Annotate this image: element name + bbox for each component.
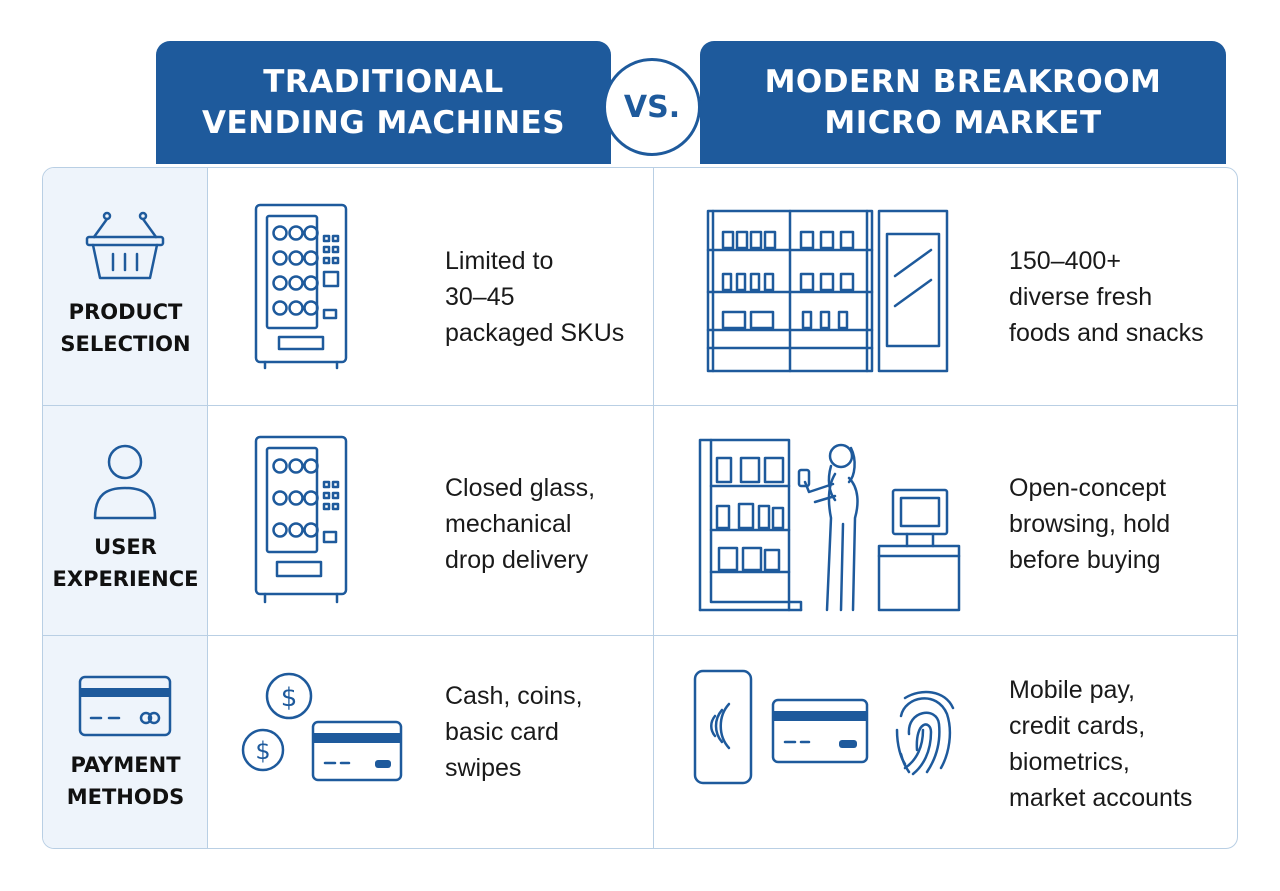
desc-line: Cash, coins, [445,682,583,710]
column-divider [653,168,654,848]
traditional-user-experience-text: Closed glass, mechanical drop delivery [445,470,595,578]
desc-line: diverse fresh [1009,283,1153,311]
header-line: MICRO MARKET [824,104,1102,141]
desc-line: browsing, hold [1009,510,1171,538]
user-icon [93,444,157,520]
row-label-product-selection: PRODUCT SELECTION [43,296,208,360]
desc-line: foods and snacks [1009,319,1204,347]
credit-card-icon [78,675,172,737]
desc-line: market accounts [1009,784,1193,812]
header-line: VENDING MACHINES [201,104,566,141]
row-label-line: USER [94,535,157,559]
svg-text:$: $ [255,737,270,765]
svg-text:$: $ [281,683,298,713]
shopping-basket-icon [85,211,165,280]
row-label-line: METHODS [66,785,185,809]
row-label-line: EXPERIENCE [52,567,199,591]
header-line: TRADITIONAL [263,63,504,100]
phone-card-fingerprint-icon [693,669,955,785]
desc-line: biometrics, [1009,748,1130,776]
traditional-product-selection-text: Limited to 30–45 packaged SKUs [445,243,624,351]
micro-market-payment-methods-text: Mobile pay, credit cards, biometrics, ma… [1009,672,1192,816]
micro-market-user-experience-text: Open-concept browsing, hold before buyin… [1009,470,1170,578]
vending-machine-icon [254,203,348,370]
desc-line: before buying [1009,546,1161,574]
desc-line: 30–45 [445,283,515,311]
desc-line: drop delivery [445,546,589,574]
traditional-vending-header: TRADITIONAL VENDING MACHINES [156,41,611,164]
vending-machine-icon [254,435,348,604]
coins-and-card-icon: $ $ [241,672,403,782]
desc-line: Mobile pay, [1009,676,1135,704]
row-label-user-experience: USER EXPERIENCE [43,531,208,595]
shopper-at-kiosk-icon [698,438,961,612]
desc-line: Open-concept [1009,474,1167,502]
row-label-line: PAYMENT [70,753,181,777]
row-label-payment-methods: PAYMENT METHODS [43,749,208,813]
desc-line: packaged SKUs [445,319,625,347]
shelving-and-cooler-icon [706,209,949,373]
desc-line: mechanical [445,510,572,538]
header-line: MODERN BREAKROOM [764,63,1162,100]
row-divider [43,405,1237,406]
row-label-line: PRODUCT [68,300,183,324]
desc-line: credit cards, [1009,712,1146,740]
desc-line: basic card [445,718,559,746]
comparison-table: PRODUCT SELECTION USER EXPERIENCE PAYMEN… [42,167,1238,849]
row-divider [43,635,1237,636]
desc-line: swipes [445,754,522,782]
row-label-line: SELECTION [60,332,191,356]
vs-badge: VS. [603,58,701,156]
desc-line: 150–400+ [1009,247,1121,275]
desc-line: Limited to [445,247,554,275]
micro-market-header: MODERN BREAKROOM MICRO MARKET [700,41,1226,164]
desc-line: Closed glass, [445,474,596,502]
traditional-payment-methods-text: Cash, coins, basic card swipes [445,678,583,786]
micro-market-product-selection-text: 150–400+ diverse fresh foods and snacks [1009,243,1204,351]
